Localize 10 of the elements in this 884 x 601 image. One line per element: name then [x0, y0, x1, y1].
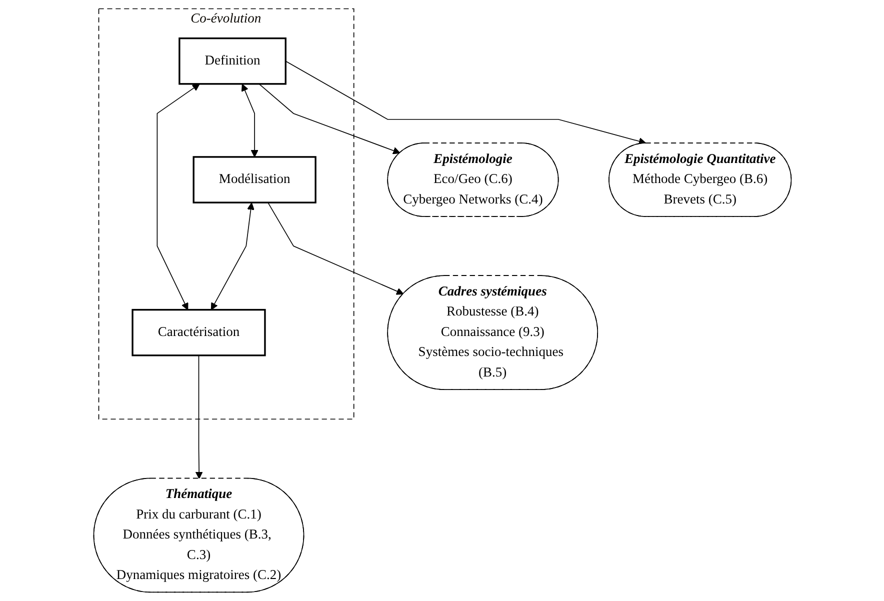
- node-box: Definition: [178, 37, 286, 85]
- arrow: [194, 354, 202, 479]
- node-box: Caractérisation: [131, 308, 266, 356]
- arrow: [210, 202, 254, 310]
- arrow: [284, 60, 646, 145]
- arrow: [240, 84, 258, 158]
- arrow: [156, 84, 200, 310]
- arrow: [258, 83, 400, 154]
- node-box: Modélisation: [192, 156, 316, 204]
- arrow: [267, 202, 404, 295]
